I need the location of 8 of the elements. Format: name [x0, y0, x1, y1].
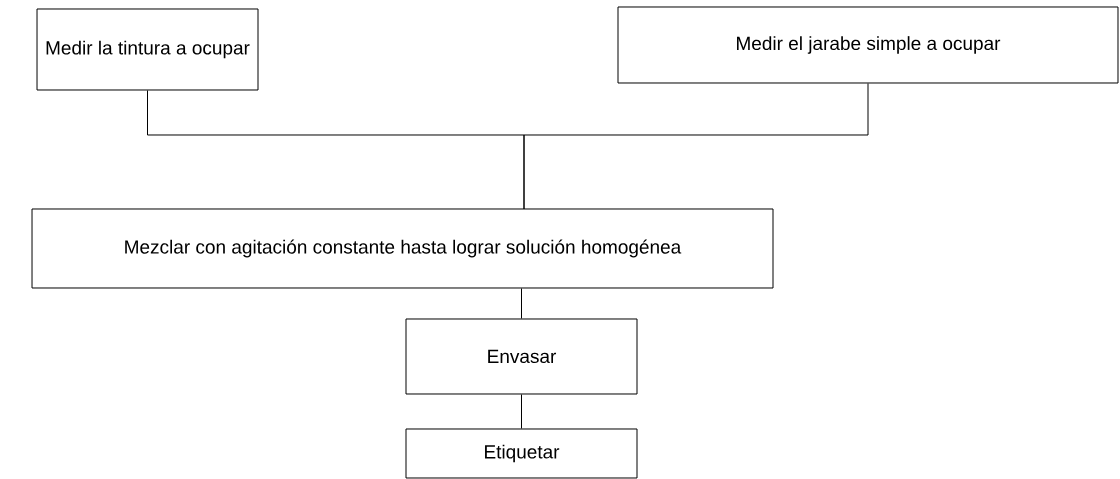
process-box: Envasar	[405, 318, 638, 395]
process-box: Medir la tintura a ocupar	[36, 8, 259, 91]
process-box: Medir el jarabe simple a ocupar	[617, 6, 1119, 84]
process-box: Mezclar con agitación constante hasta lograr solución homogénea	[31, 208, 774, 289]
process-box: Etiquetar	[405, 428, 638, 479]
connector-line	[521, 394, 522, 429]
connector-line	[521, 288, 522, 319]
connector-line	[523, 83, 869, 210]
